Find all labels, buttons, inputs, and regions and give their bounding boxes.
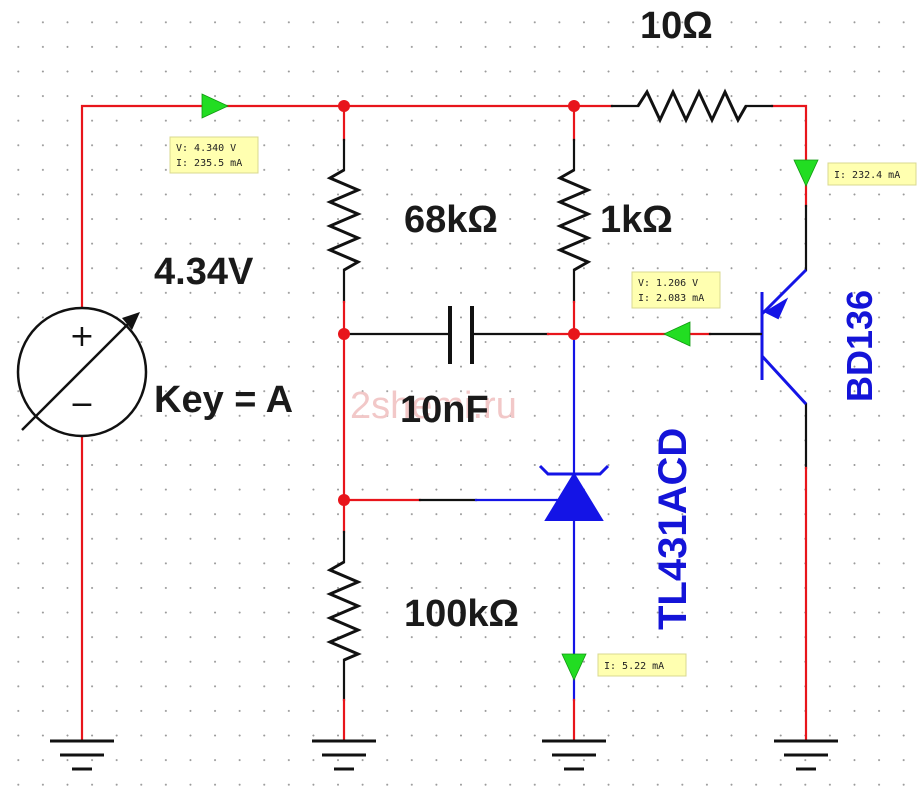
- tl431-regulator[interactable]: [538, 464, 610, 521]
- pnp-transistor-icon: [750, 268, 808, 406]
- current-direction-arrow-icon: [663, 321, 691, 347]
- probe-current: I: 235.5 mA: [176, 158, 242, 169]
- resistor-68k[interactable]: [326, 168, 362, 272]
- resistor-zigzag-icon: [636, 88, 748, 124]
- svg-text:+: +: [69, 319, 94, 354]
- current-direction-arrow-icon: [793, 159, 819, 187]
- wire-top-10ohm-right: [770, 104, 808, 208]
- label-bd136: BD136: [839, 290, 880, 402]
- junction-dot: [338, 100, 350, 112]
- resistor-10ohm[interactable]: [636, 88, 748, 124]
- label-10ohm: 10Ω: [640, 5, 713, 47]
- watermark: 2shemi.ru: [350, 385, 517, 427]
- resistor-zigzag-icon: [556, 168, 592, 272]
- wire-source-top: [80, 104, 614, 312]
- label-68k: 68kΩ: [404, 199, 498, 241]
- current-arrows: [201, 93, 819, 681]
- label-capacitor: 10nF: [400, 389, 489, 431]
- junctions: [338, 100, 580, 506]
- junction-dot: [568, 328, 580, 340]
- resistor-1k[interactable]: [556, 168, 592, 272]
- ground-collector: [774, 739, 838, 771]
- label-tl431: TL431ACD: [651, 428, 695, 630]
- label-source-key: Key = A: [154, 379, 293, 421]
- variable-dc-source-icon: + −: [16, 306, 148, 438]
- current-direction-arrow-icon: [201, 93, 229, 119]
- variable-voltage-source[interactable]: + −: [16, 306, 148, 438]
- resistor-zigzag-icon: [326, 168, 362, 272]
- resistor-zigzag-icon: [326, 560, 362, 662]
- probe-voltage: V: 4.340 V: [176, 143, 236, 154]
- label-100k: 100kΩ: [404, 593, 519, 635]
- capacitor-10nf[interactable]: [448, 306, 474, 364]
- probe-current: I: 5.22 mA: [604, 661, 664, 672]
- ground-icon: [50, 739, 114, 771]
- svg-text:−: −: [69, 387, 94, 422]
- ground-icon: [312, 739, 376, 771]
- probe-current: I: 2.083 mA: [638, 293, 704, 304]
- label-1k: 1kΩ: [600, 199, 673, 241]
- zener-regulator-icon: [538, 464, 610, 521]
- probe-voltage: V: 1.206 V: [638, 278, 698, 289]
- probe-current: I: 232.4 mA: [834, 170, 900, 181]
- junction-dot: [338, 494, 350, 506]
- junction-dot: [568, 100, 580, 112]
- label-source-voltage: 4.34V: [154, 251, 254, 293]
- ground-100k: [312, 739, 376, 771]
- ground-icon: [774, 739, 838, 771]
- current-direction-arrow-icon: [561, 653, 587, 681]
- ground-tl431: [542, 739, 606, 771]
- probe-base[interactable]: V: 1.206 V I: 2.083 mA: [631, 271, 721, 309]
- wires: [80, 104, 808, 742]
- junction-dot: [338, 328, 350, 340]
- ground-icon: [542, 739, 606, 771]
- ground-source: [50, 739, 114, 771]
- resistor-100k[interactable]: [326, 560, 362, 662]
- probe-tl431[interactable]: I: 5.22 mA: [597, 653, 687, 677]
- probe-emitter[interactable]: I: 232.4 mA: [827, 162, 917, 186]
- bd136-transistor[interactable]: [750, 268, 808, 406]
- probe-supply[interactable]: V: 4.340 V I: 235.5 mA: [169, 136, 259, 174]
